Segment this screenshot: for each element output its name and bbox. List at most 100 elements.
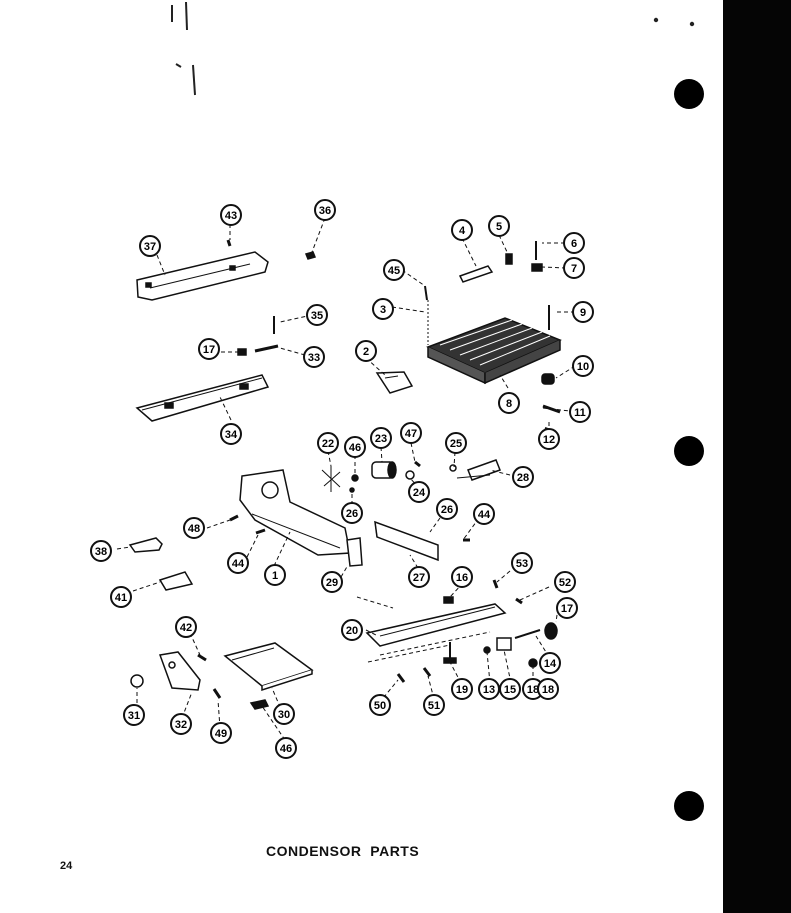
callout-label: 22 bbox=[322, 438, 334, 450]
callout-label: 34 bbox=[225, 429, 238, 441]
callout-label: 6 bbox=[571, 238, 577, 250]
callout-circle bbox=[451, 219, 473, 241]
callout-circle bbox=[321, 571, 343, 593]
callout-label: 10 bbox=[577, 361, 589, 373]
callout-circle bbox=[512, 466, 534, 488]
part-callout: 24 bbox=[408, 481, 430, 503]
callout-label: 4 bbox=[459, 225, 466, 237]
callout-circle bbox=[572, 355, 594, 377]
part-callout: 2 bbox=[355, 340, 377, 362]
callout-circle bbox=[314, 199, 336, 221]
callout-circle bbox=[408, 481, 430, 503]
callout-label: 14 bbox=[544, 658, 557, 670]
part-callout: 32 bbox=[170, 713, 192, 735]
part-callout: 34 bbox=[220, 423, 242, 445]
callout-label: 48 bbox=[188, 523, 200, 535]
part-callout: 41 bbox=[110, 586, 132, 608]
punch-hole-middle bbox=[674, 436, 704, 466]
part-callout: 31 bbox=[123, 704, 145, 726]
part-callout: 26 bbox=[436, 498, 458, 520]
callout-circle bbox=[372, 298, 394, 320]
part-callout: 46 bbox=[344, 436, 366, 458]
callout-label: 45 bbox=[388, 265, 400, 277]
part-callout: 3 bbox=[372, 298, 394, 320]
part-callout: 44 bbox=[473, 503, 495, 525]
callout-label: 30 bbox=[278, 709, 290, 721]
exploded-parts-diagram: 1234567891011121314151617171818192022232… bbox=[90, 1, 695, 759]
callout-circle bbox=[341, 619, 363, 641]
callout-label: 31 bbox=[128, 710, 140, 722]
part-callout: 18 bbox=[522, 678, 544, 700]
callout-circle bbox=[110, 586, 132, 608]
part-callout: 26 bbox=[341, 502, 363, 524]
callout-label: 24 bbox=[413, 487, 426, 499]
part-callout: 17 bbox=[556, 597, 578, 619]
punch-hole-bottom bbox=[674, 791, 704, 821]
callout-label: 9 bbox=[580, 307, 586, 319]
part-callout: 50 bbox=[369, 694, 391, 716]
callout-label: 51 bbox=[428, 700, 440, 712]
callout-label: 27 bbox=[413, 572, 425, 584]
part-callout: 6 bbox=[563, 232, 585, 254]
callout-label: 43 bbox=[225, 210, 237, 222]
callout-circle bbox=[511, 552, 533, 574]
callout-circle bbox=[436, 498, 458, 520]
part-callout: 1 bbox=[264, 564, 286, 586]
callout-circle bbox=[175, 616, 197, 638]
callout-circle bbox=[370, 427, 392, 449]
callout-label: 26 bbox=[346, 508, 358, 520]
callout-label: 2 bbox=[363, 346, 369, 358]
callout-label: 25 bbox=[450, 438, 462, 450]
part-callout: 43 bbox=[220, 204, 242, 226]
callout-label: 44 bbox=[232, 558, 245, 570]
callout-label: 33 bbox=[308, 352, 320, 364]
callout-label: 15 bbox=[504, 684, 516, 696]
part-callout: 18 bbox=[537, 678, 559, 700]
callout-circle bbox=[556, 597, 578, 619]
part-callout: 14 bbox=[539, 652, 561, 674]
callout-label: 18 bbox=[527, 684, 539, 696]
callout-circle bbox=[139, 235, 161, 257]
punch-hole-top bbox=[674, 79, 704, 109]
callout-circle bbox=[198, 338, 220, 360]
callout-circle bbox=[539, 652, 561, 674]
part-callout: 52 bbox=[554, 571, 576, 593]
part-callout: 11 bbox=[569, 401, 591, 423]
part-callout: 23 bbox=[370, 427, 392, 449]
part-callout: 19 bbox=[451, 678, 473, 700]
part-callout: 46 bbox=[275, 737, 297, 759]
binder-edge bbox=[723, 0, 791, 913]
part-callout: 49 bbox=[210, 722, 232, 744]
callout-circle bbox=[355, 340, 377, 362]
callout-label: 17 bbox=[561, 603, 573, 615]
callout-circle bbox=[90, 540, 112, 562]
part-callout: 8 bbox=[498, 392, 520, 414]
part-callout: 42 bbox=[175, 616, 197, 638]
callout-label: 37 bbox=[144, 241, 156, 253]
callout-label: 5 bbox=[496, 221, 502, 233]
callout-circle bbox=[498, 392, 520, 414]
callout-label: 17 bbox=[203, 344, 215, 356]
callout-label: 3 bbox=[380, 304, 386, 316]
callout-circle bbox=[220, 204, 242, 226]
part-callout: 51 bbox=[423, 694, 445, 716]
callout-circle bbox=[341, 502, 363, 524]
callout-circle bbox=[554, 571, 576, 593]
part-callout: 9 bbox=[572, 301, 594, 323]
callout-circle bbox=[423, 694, 445, 716]
callout-label: 32 bbox=[175, 719, 187, 731]
callout-circle bbox=[569, 401, 591, 423]
callout-label: 53 bbox=[516, 558, 528, 570]
callout-circle bbox=[537, 678, 559, 700]
callout-label: 42 bbox=[180, 622, 192, 634]
part-callout: 16 bbox=[451, 566, 473, 588]
part-callout: 7 bbox=[563, 257, 585, 279]
callout-circle bbox=[445, 432, 467, 454]
callout-label: 20 bbox=[346, 625, 358, 637]
callout-circle bbox=[170, 713, 192, 735]
callout-label: 49 bbox=[215, 728, 227, 740]
callout-circle bbox=[220, 423, 242, 445]
callout-circle bbox=[303, 346, 325, 368]
part-callout: 10 bbox=[572, 355, 594, 377]
callout-label: 8 bbox=[506, 398, 512, 410]
